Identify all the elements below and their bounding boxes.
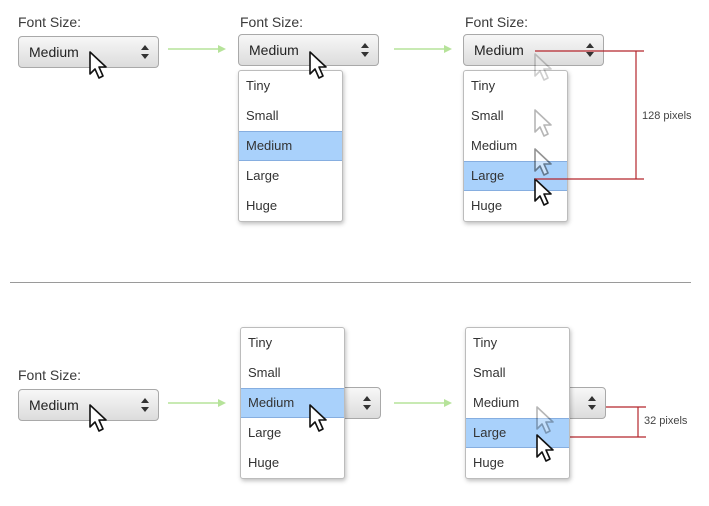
select-value: Medium: [29, 44, 79, 60]
menu-item-small[interactable]: Small: [471, 108, 504, 123]
measure-label-top: 128 pixels: [641, 110, 693, 122]
cursor-icon: [89, 404, 107, 432]
ghost-cursor-icon: [534, 53, 552, 81]
menu-item-medium[interactable]: Medium: [473, 395, 520, 410]
select-value: Medium: [474, 42, 524, 58]
menu-item-medium[interactable]: Medium: [239, 131, 342, 161]
font-size-select[interactable]: Medium: [18, 36, 159, 68]
updown-arrows-icon: [588, 396, 596, 410]
flow-arrow-icon: [394, 399, 452, 407]
font-size-select[interactable]: Medium: [18, 389, 159, 421]
menu-item-small[interactable]: Small: [246, 108, 279, 123]
dropdown-menu: Tiny Small Medium Large Huge: [240, 327, 345, 479]
cursor-icon: [309, 51, 327, 79]
menu-item-huge[interactable]: Huge: [471, 198, 503, 213]
updown-arrows-icon: [361, 43, 369, 57]
section-divider: [10, 282, 691, 283]
cursor-icon: [534, 178, 552, 206]
menu-item-huge[interactable]: Huge: [473, 455, 505, 470]
flow-arrow-icon: [168, 399, 226, 407]
font-size-label: Font Size:: [18, 14, 82, 30]
menu-item-large[interactable]: Large: [464, 161, 567, 191]
dropdown-menu: Tiny Small Medium Large Huge: [465, 327, 570, 479]
menu-item-large[interactable]: Large: [246, 168, 280, 183]
select-value: Medium: [249, 42, 299, 58]
menu-item-small[interactable]: Small: [473, 365, 506, 380]
updown-arrows-icon: [141, 45, 149, 59]
ghost-cursor-icon: [534, 148, 552, 176]
select-value: Medium: [29, 397, 79, 413]
menu-item-tiny[interactable]: Tiny: [246, 78, 271, 93]
menu-item-tiny[interactable]: Tiny: [473, 335, 498, 350]
font-size-label: Font Size:: [18, 367, 82, 383]
menu-item-large[interactable]: Large: [466, 418, 569, 448]
updown-arrows-icon: [141, 398, 149, 412]
cursor-icon: [536, 434, 554, 462]
font-size-select[interactable]: Medium: [238, 34, 379, 66]
flow-arrow-icon: [168, 45, 226, 53]
dropdown-menu: Tiny Small Medium Large Huge: [238, 70, 343, 222]
menu-item-huge[interactable]: Huge: [246, 198, 278, 213]
menu-item-medium[interactable]: Medium: [241, 388, 344, 418]
menu-item-tiny[interactable]: Tiny: [471, 78, 496, 93]
menu-item-small[interactable]: Small: [248, 365, 281, 380]
menu-item-tiny[interactable]: Tiny: [248, 335, 273, 350]
flow-arrow-icon: [394, 45, 452, 53]
menu-item-huge[interactable]: Huge: [248, 455, 280, 470]
updown-arrows-icon: [586, 43, 594, 57]
cursor-icon: [309, 404, 327, 432]
menu-item-medium[interactable]: Medium: [471, 138, 518, 153]
measure-label-bottom: 32 pixels: [643, 415, 689, 427]
updown-arrows-icon: [363, 396, 371, 410]
font-size-label: Font Size:: [465, 14, 529, 30]
menu-item-large[interactable]: Large: [248, 425, 282, 440]
dropdown-menu: Tiny Small Medium Large Huge: [463, 70, 568, 222]
cursor-icon: [89, 51, 107, 79]
font-size-label: Font Size:: [240, 14, 304, 30]
ghost-cursor-icon: [534, 109, 552, 137]
font-size-select[interactable]: Medium: [463, 34, 604, 66]
ghost-cursor-icon: [536, 406, 554, 434]
